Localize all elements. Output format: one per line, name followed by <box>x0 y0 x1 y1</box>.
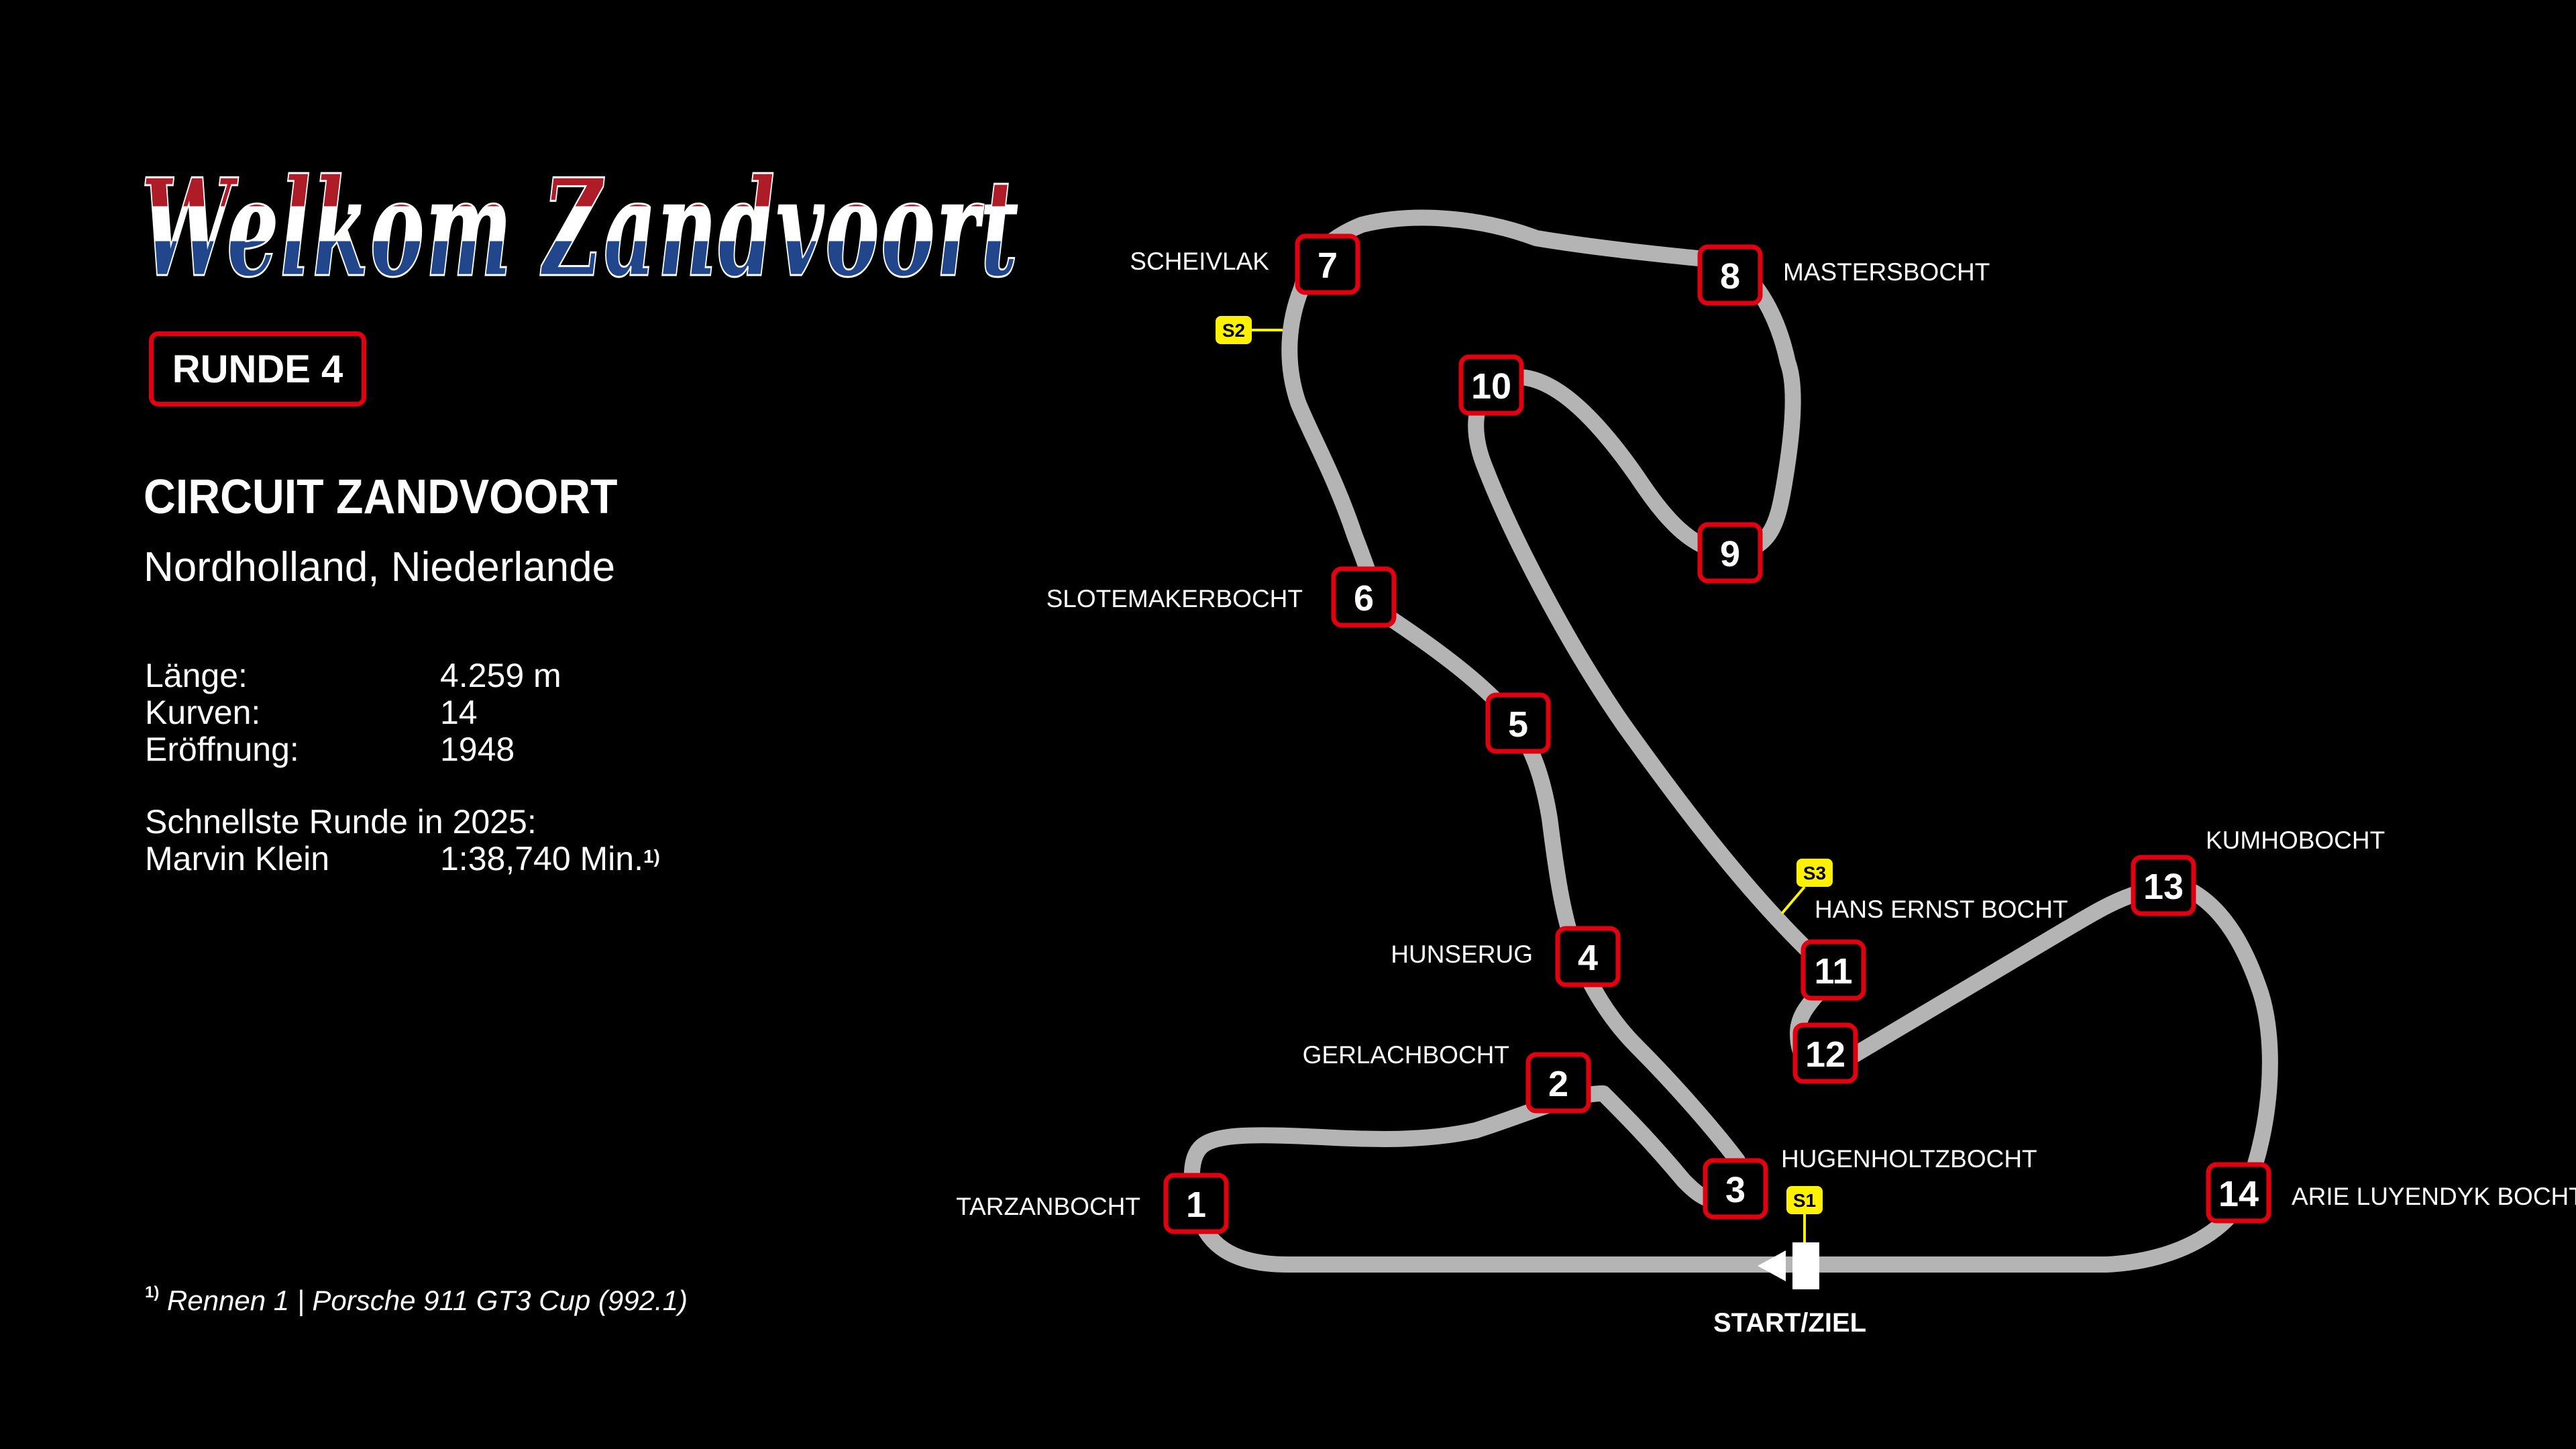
circuit-name: CIRCUIT ZANDVOORT <box>144 470 618 524</box>
sector-marker-s1: S1 <box>1786 1186 1823 1242</box>
turn-number: 2 <box>1548 1064 1568 1104</box>
turn-number: 6 <box>1354 578 1374 619</box>
stat-label: Eröffnung: <box>145 731 299 768</box>
turn-number: 4 <box>1578 938 1598 978</box>
sector-label: S3 <box>1803 863 1826 883</box>
stat-value: 14 <box>440 694 478 731</box>
turn-number: 11 <box>1814 951 1852 991</box>
stat-row-length: Länge: 4.259 m <box>145 657 561 694</box>
turn-marker-3: 3 HUGENHOLTZBOCHT <box>1703 1145 2037 1220</box>
turn-name: HUNSERUG <box>1391 941 1533 968</box>
turn-name: SCHEIVLAK <box>1130 248 1269 275</box>
sector-label: S1 <box>1793 1190 1816 1211</box>
footnote: 1) Rennen 1 | Porsche 911 GT3 Cup (992.1… <box>145 1283 688 1317</box>
turn-number: 12 <box>1805 1034 1845 1075</box>
turn-marker-6: 6 SLOTEMAKERBOCHT <box>1046 566 1397 628</box>
turn-name: HUGENHOLTZBOCHT <box>1781 1145 2037 1173</box>
turn-marker-5: 5 <box>1485 692 1551 754</box>
turn-number: 3 <box>1725 1170 1746 1210</box>
round-badge: RUNDE 4 <box>149 331 366 407</box>
fastest-lap-row: Marvin Klein 1:38,740 Min.1) <box>145 841 660 877</box>
turn-number: 7 <box>1318 246 1338 286</box>
stat-row-opening: Eröffnung: 1948 <box>145 731 561 768</box>
track-line <box>1183 209 2278 1273</box>
turn-marker-4: 4 HUNSERUG <box>1391 926 1621 987</box>
circuit-stats: Länge: 4.259 m Kurven: 14 Eröffnung: 194… <box>145 657 561 768</box>
sector-marker-s2: S2 <box>1216 316 1283 344</box>
fastest-lap: Schnellste Runde in 2025: Marvin Klein 1… <box>145 804 660 877</box>
turn-marker-12: 12 <box>1792 1022 1858 1084</box>
turn-name: SLOTEMAKERBOCHT <box>1046 585 1303 612</box>
fastest-lap-time-wrap: 1:38,740 Min.1) <box>440 841 660 877</box>
turn-name: ARIE LUYENDYK BOCHT <box>2292 1183 2576 1210</box>
turn-marker-13: 13 KUMHOBOCHT <box>2131 826 2385 916</box>
turn-name: KUMHOBOCHT <box>2206 826 2385 854</box>
turn-number: 5 <box>1508 704 1528 745</box>
page-title: Welkom Zandvoort <box>141 168 1020 302</box>
stat-row-corners: Kurven: 14 <box>145 694 561 731</box>
turn-marker-10: 10 <box>1458 354 1524 416</box>
turn-marker-11: 11 HANS ERNST BOCHT <box>1801 896 2068 1001</box>
turn-name: MASTERSBOCHT <box>1783 258 1990 286</box>
turn-marker-9: 9 <box>1697 522 1763 584</box>
turn-name: HANS ERNST BOCHT <box>1815 896 2068 923</box>
stat-label: Kurven: <box>145 694 261 731</box>
turn-name: GERLACHBOCHT <box>1303 1041 1509 1069</box>
title-text: Welkom Zandvoort <box>141 168 1020 302</box>
fastest-lap-heading: Schnellste Runde in 2025: <box>145 803 537 841</box>
direction-arrow-icon <box>1758 1250 1786 1281</box>
turn-marker-2: 2 GERLACHBOCHT <box>1303 1041 1591 1114</box>
circuit-region: Nordholland, Niederlande <box>144 544 616 590</box>
turn-marker-7: 7 SCHEIVLAK <box>1130 233 1360 295</box>
sector-label: S2 <box>1222 320 1245 341</box>
turn-number: 14 <box>2218 1174 2259 1214</box>
turn-number: 1 <box>1186 1185 1206 1225</box>
fastest-lap-driver: Marvin Klein <box>145 840 330 877</box>
footnote-marker: 1) <box>145 1283 160 1301</box>
footnote-marker: 1) <box>643 846 660 867</box>
stat-value: 1948 <box>440 731 515 768</box>
turn-marker-14: 14 ARIE LUYENDYK BOCHT <box>2206 1162 2576 1224</box>
turn-marker-8: 8 MASTERSBOCHT <box>1697 244 1990 306</box>
fastest-lap-time: 1:38,740 Min. <box>440 840 643 877</box>
turn-name: TARZANBOCHT <box>956 1193 1140 1220</box>
turn-number: 10 <box>1471 366 1511 407</box>
turn-number: 13 <box>2143 867 2184 907</box>
stat-value: 4.259 m <box>440 657 561 694</box>
sector-marker-s3: S3 <box>1780 859 1833 915</box>
turn-number: 9 <box>1720 534 1740 574</box>
footnote-text: Rennen 1 | Porsche 911 GT3 Cup (992.1) <box>167 1285 688 1316</box>
start-finish-label: START/ZIEL <box>1713 1308 1866 1338</box>
stat-label: Länge: <box>145 657 248 694</box>
start-finish-line <box>1792 1242 1819 1289</box>
turn-marker-1: 1 TARZANBOCHT <box>956 1173 1229 1234</box>
turn-number: 8 <box>1720 256 1740 297</box>
